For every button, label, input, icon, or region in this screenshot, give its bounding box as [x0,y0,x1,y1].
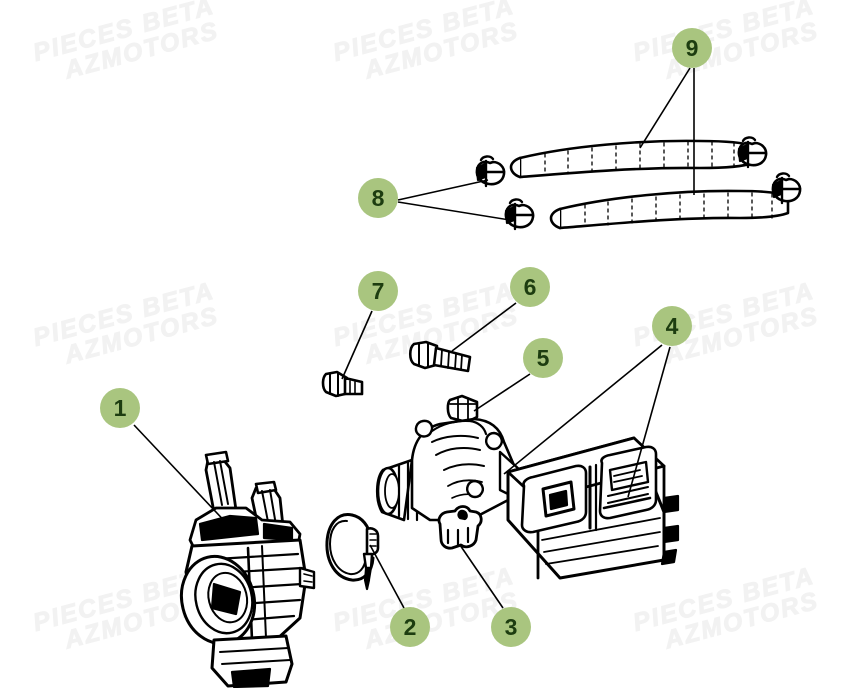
leader-line-8 [397,179,489,201]
callout-badge-label: 8 [371,184,385,211]
callout-badge-2[interactable]: 2 [390,607,430,647]
leader-line-5 [473,373,531,412]
callout-badge-8[interactable]: 8 [358,178,398,218]
hose-clamp-band [325,513,380,591]
callout-badge-label: 1 [113,394,127,421]
callout-badge-label: 9 [685,34,699,61]
callout-badge-label: 4 [665,312,679,339]
leader-line-9 [639,67,691,149]
reed-valve-stop [437,505,483,550]
leader-line-3 [459,544,504,609]
hose-clamp-lower-left [504,198,535,231]
leader-line-4 [627,346,671,498]
leader-line-1 [133,424,233,530]
hex-flange-bolt-long [408,340,472,373]
callout-badge-1[interactable]: 1 [100,388,140,428]
callout-badge-7[interactable]: 7 [358,271,398,311]
leader-line-2 [369,544,405,609]
hose-clamp-upper-right [737,136,768,169]
leader-line-6 [451,302,517,352]
callout-badge-5[interactable]: 5 [523,338,563,378]
callout-badge-6[interactable]: 6 [510,267,550,307]
callout-badge-label: 6 [523,273,537,300]
callout-badge-4[interactable]: 4 [652,306,692,346]
callout-badge-label: 3 [504,613,518,640]
leader-line-7 [341,310,373,380]
callout-badge-label: 7 [371,277,385,304]
hose-clamp-lower-right [771,172,802,205]
callout-badge-9[interactable]: 9 [672,28,712,68]
callout-badge-3[interactable]: 3 [491,607,531,647]
carburetor [179,450,316,688]
leader-line-8 [397,201,517,222]
coolant-hose-lower [549,189,790,230]
reed-valve-block [506,436,680,580]
hose-clamp-upper-left [475,155,506,188]
hex-flange-bolt-short [321,370,364,398]
leader-line-4 [503,344,663,475]
callout-badge-label: 5 [536,344,550,371]
callout-badge-label: 2 [403,613,417,640]
